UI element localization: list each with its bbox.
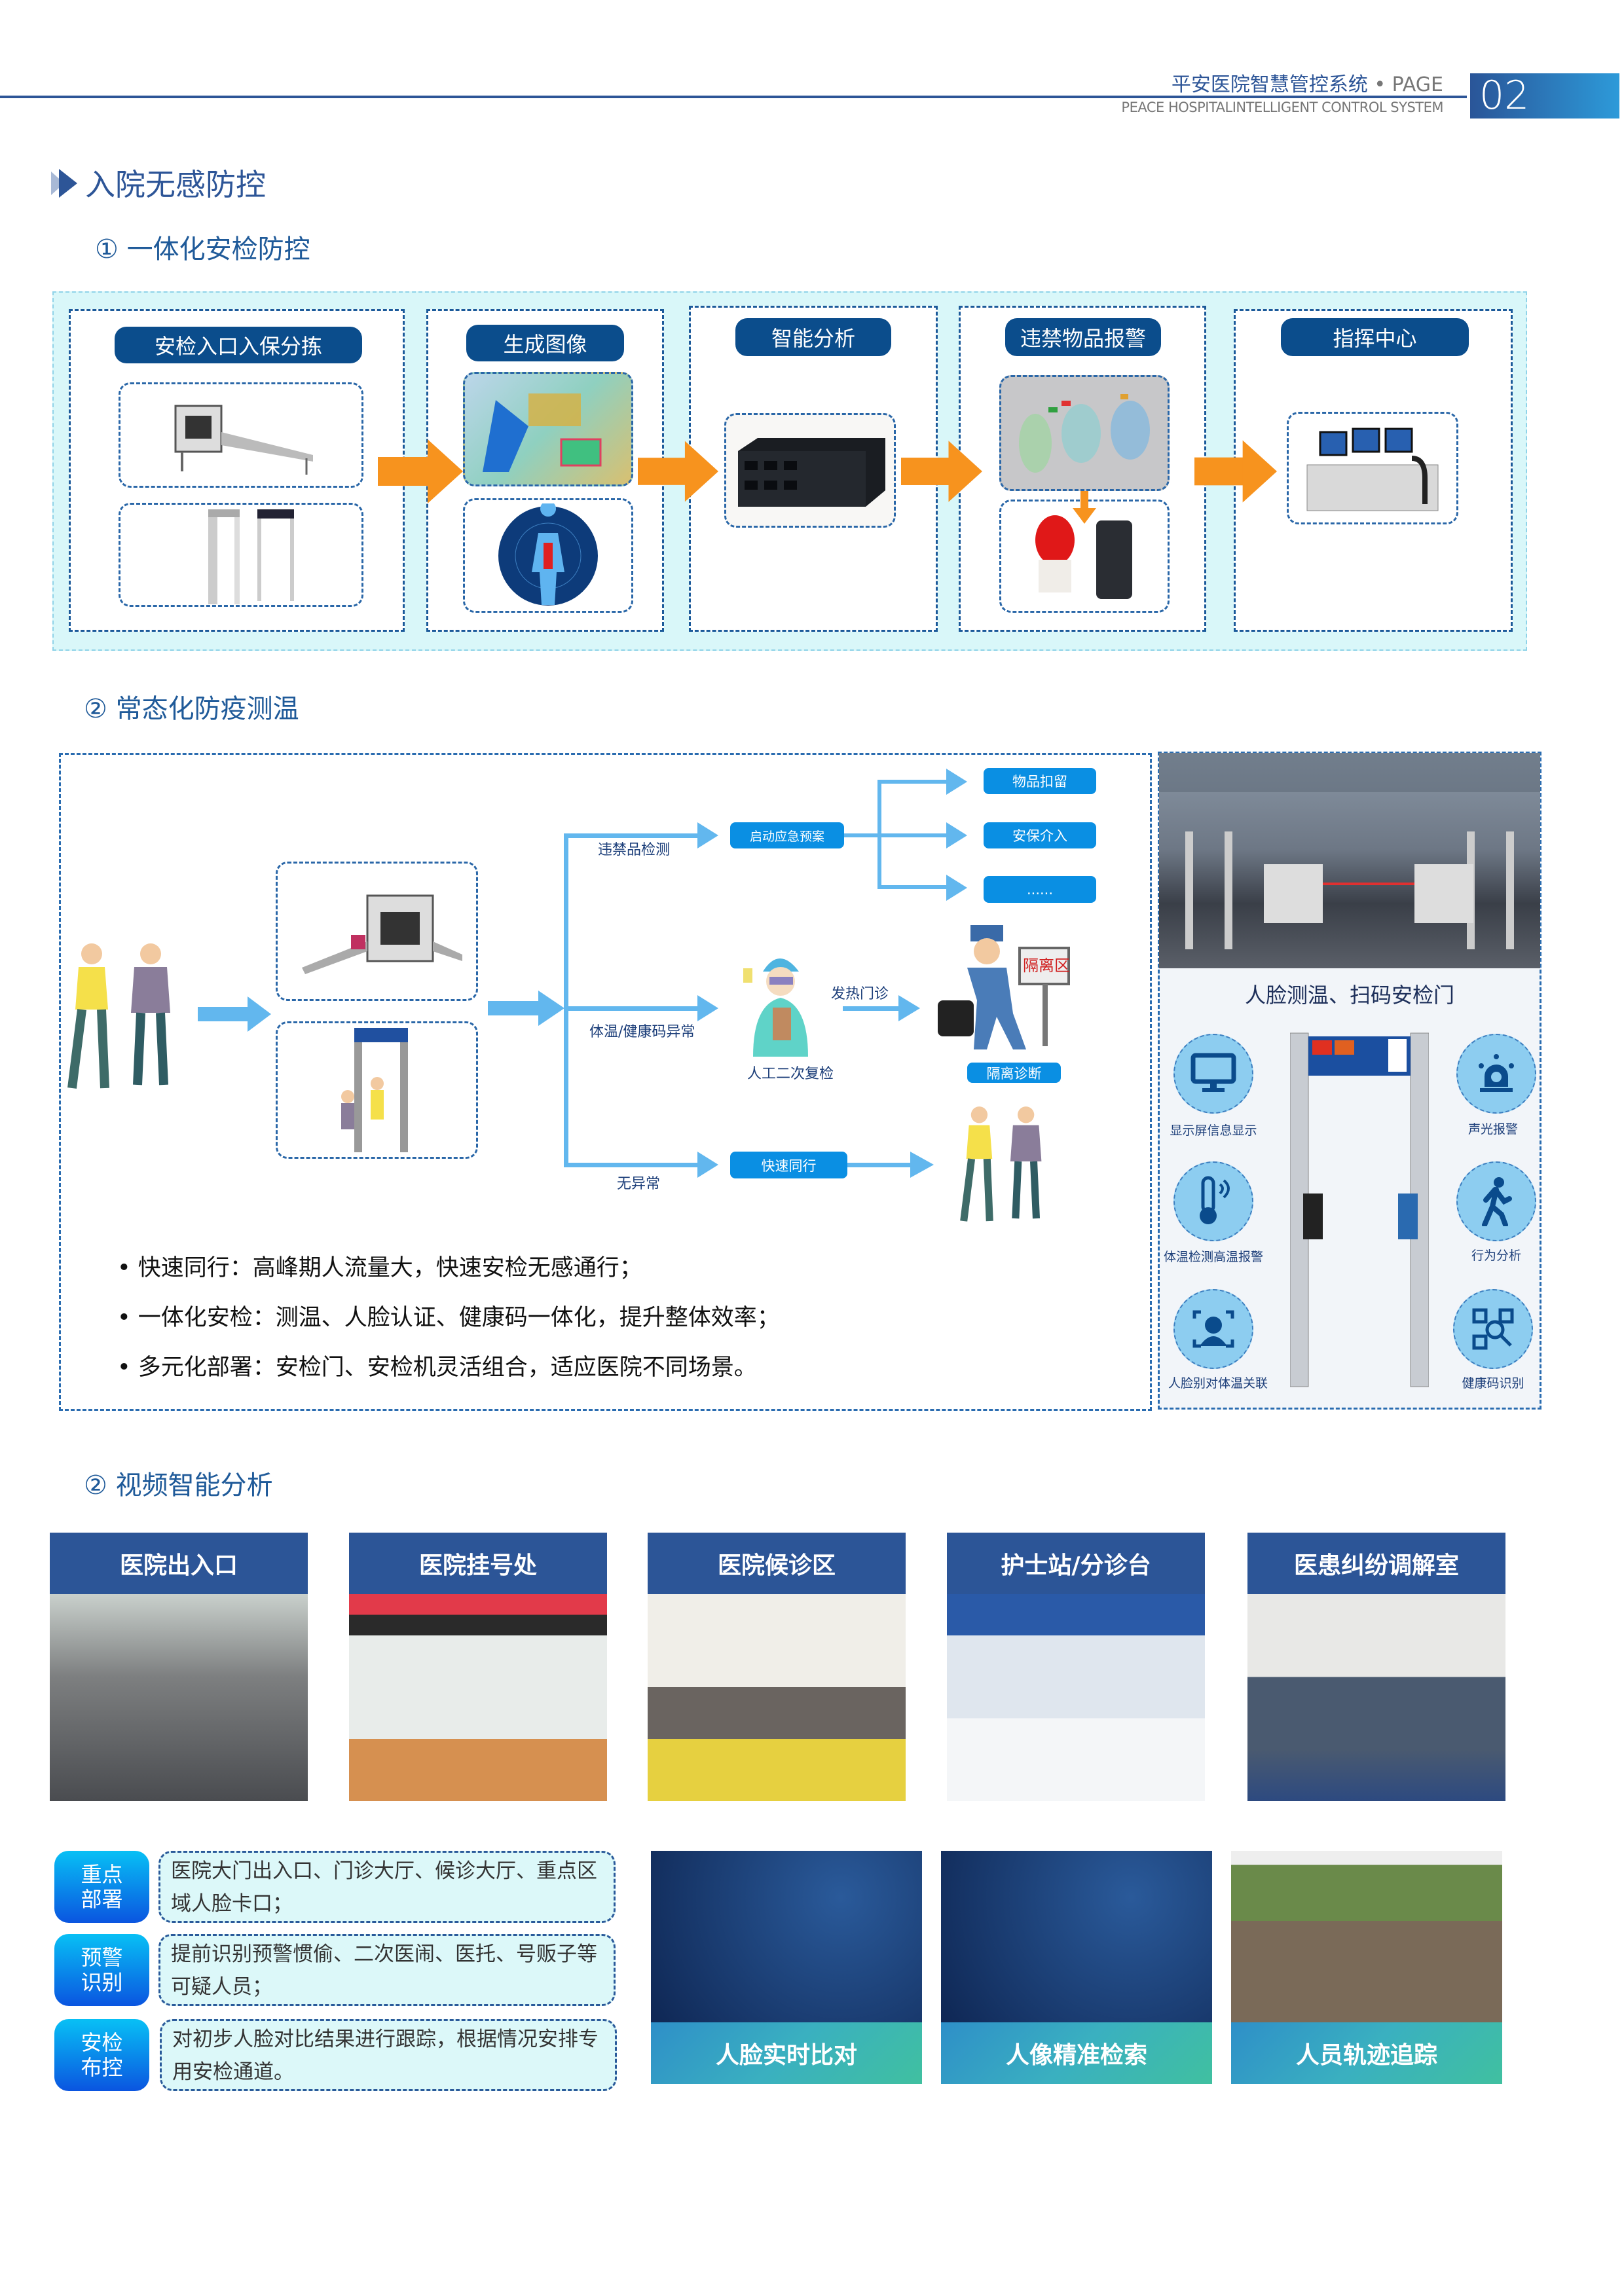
stage-label: 智能分析 — [735, 318, 891, 356]
bullet-item: • 快速同行：高峰期人流量大，快速安检无感通行； — [117, 1255, 642, 1281]
emergency-plan-box: 启动应急预案 — [730, 822, 844, 848]
feature-description: 医院大门出入口、门诊大厅、候诊大厅、重点区域人脸卡口； — [158, 1851, 616, 1923]
feature-tag: 重点部署 — [54, 1851, 149, 1923]
thermometer-icon — [1173, 1161, 1253, 1241]
xray-machine-image — [276, 862, 478, 1001]
header-rule — [0, 96, 1467, 98]
svg-text:隔离区: 隔离区 — [1023, 957, 1070, 975]
metal-detector-gates-image — [119, 503, 363, 607]
outcome-box: ...... — [984, 876, 1096, 903]
face-recognition-icon — [1173, 1289, 1253, 1369]
screen-card: 人像精准检索 — [941, 1851, 1212, 2084]
contraband-detection-image — [999, 375, 1170, 491]
part2-title: ② 常态化防疫测温 — [84, 694, 299, 724]
fast-pass-box: 快速同行 — [730, 1152, 847, 1178]
screen-caption: 人员轨迹追踪 — [1231, 2022, 1502, 2084]
header-title: 平安医院智慧管控系统 • PAGE — [1171, 73, 1443, 96]
branch-label: 违禁品检测 — [598, 842, 671, 858]
body-scan-image — [463, 498, 633, 613]
flow-arrow-icon — [378, 439, 463, 503]
flow-arrow-icon — [638, 441, 718, 502]
display-screen-icon — [1173, 1034, 1253, 1114]
camera-feed-image — [1247, 1594, 1505, 1801]
walking-person-icon — [1456, 1161, 1536, 1241]
down-arrow-icon — [1073, 491, 1096, 524]
camera-tile: 护士站/分诊台 — [947, 1533, 1205, 1801]
face-temp-gate-image — [1290, 1032, 1429, 1387]
feature-label: 健康码识别 — [1462, 1376, 1524, 1391]
feature-label: 行为分析 — [1471, 1248, 1522, 1263]
camera-tile: 医患纠纷调解室 — [1247, 1533, 1505, 1801]
bullet-item: • 一体化安检：测温、人脸认证、健康码一体化，提升整体效率； — [117, 1305, 780, 1331]
fever-clinic-label: 发热门诊 — [831, 986, 889, 1002]
bullet-item: • 多元化部署：安检门、安检机灵活组合，适应医院不同场景。 — [117, 1355, 757, 1381]
camera-tile: 医院出入口 — [50, 1533, 308, 1801]
branch-label: 体温/健康码异常 — [589, 1024, 695, 1040]
screen-caption: 人脸实时比对 — [651, 2022, 922, 2084]
security-gate-image — [276, 1021, 478, 1159]
part3-title: ② 视频智能分析 — [84, 1470, 273, 1501]
camera-title: 护士站/分诊台 — [947, 1533, 1205, 1594]
screen-card: 人员轨迹追踪 — [1231, 1851, 1502, 2084]
section-title: 入院无感防控 — [85, 167, 266, 202]
header-subtitle: PEACE HOSPITALINTELLIGENT CONTROL SYSTEM — [1121, 100, 1443, 115]
page-number: 02 — [1470, 73, 1619, 118]
outcome-box: 安保介入 — [984, 822, 1096, 848]
isolation-guard-image: 隔离区 — [938, 925, 1070, 1049]
pedestrians-image — [67, 943, 170, 1089]
screen-caption: 人像精准检索 — [941, 2022, 1212, 2084]
feature-description: 对初步人脸对比结果进行跟踪，根据情况安排专用安检通道。 — [160, 2019, 617, 2091]
camera-feed-image — [947, 1594, 1205, 1801]
stage-label: 指挥中心 — [1281, 318, 1469, 356]
nurse-image — [743, 958, 808, 1057]
flow-arrow-icon — [901, 441, 982, 502]
flow-arrow-icon — [1194, 440, 1277, 503]
alarm-light-icon — [1456, 1034, 1536, 1114]
feature-label: 显示屏信息显示 — [1170, 1123, 1257, 1138]
gate-photo — [1159, 753, 1540, 968]
camera-title: 医患纠纷调解室 — [1247, 1533, 1505, 1594]
manual-recheck-label: 人工二次复检 — [747, 1066, 834, 1082]
qr-code-scan-icon — [1453, 1289, 1533, 1369]
xray-scan-image — [463, 372, 633, 486]
part1-title: ① 一体化安检防控 — [95, 234, 310, 264]
camera-title: 医院候诊区 — [648, 1533, 906, 1594]
feature-label: 声光报警 — [1467, 1122, 1519, 1137]
feature-description: 提前识别预警惯偷、二次医闹、医托、号贩子等可疑人员； — [158, 1934, 616, 2006]
feature-label: 体温检测高温报警 — [1163, 1250, 1264, 1264]
epidemic-flow-panel — [59, 753, 1152, 1411]
camera-feed-image — [50, 1594, 308, 1801]
outcome-box: 物品扣留 — [984, 768, 1096, 794]
section-triangle-icon — [51, 169, 77, 198]
analysis-server-image — [724, 413, 896, 528]
feature-tag: 预警识别 — [54, 1934, 149, 2006]
stage-label: 违禁物品报警 — [1005, 318, 1161, 356]
feature-tag: 安检布控 — [54, 2019, 149, 2091]
xray-machine-image — [119, 382, 363, 488]
stage-label: 安检入口入保分拣 — [115, 327, 362, 363]
camera-title: 医院挂号处 — [349, 1533, 607, 1594]
camera-title: 医院出入口 — [50, 1533, 308, 1594]
gate-title: 人脸测温、扫码安检门 — [1244, 983, 1454, 1008]
command-center-image — [1287, 412, 1458, 524]
isolation-box: 隔离诊断 — [967, 1063, 1061, 1083]
pedestrians-image — [960, 1106, 1042, 1222]
stage-label: 生成图像 — [466, 325, 624, 361]
camera-tile: 医院挂号处 — [349, 1533, 607, 1801]
screen-card: 人脸实时比对 — [651, 1851, 922, 2084]
camera-feed-image — [349, 1594, 607, 1801]
branch-label: 无异常 — [617, 1176, 661, 1192]
camera-tile: 医院候诊区 — [648, 1533, 906, 1801]
camera-feed-image — [648, 1594, 906, 1801]
feature-label: 人脸别对体温关联 — [1168, 1376, 1268, 1391]
